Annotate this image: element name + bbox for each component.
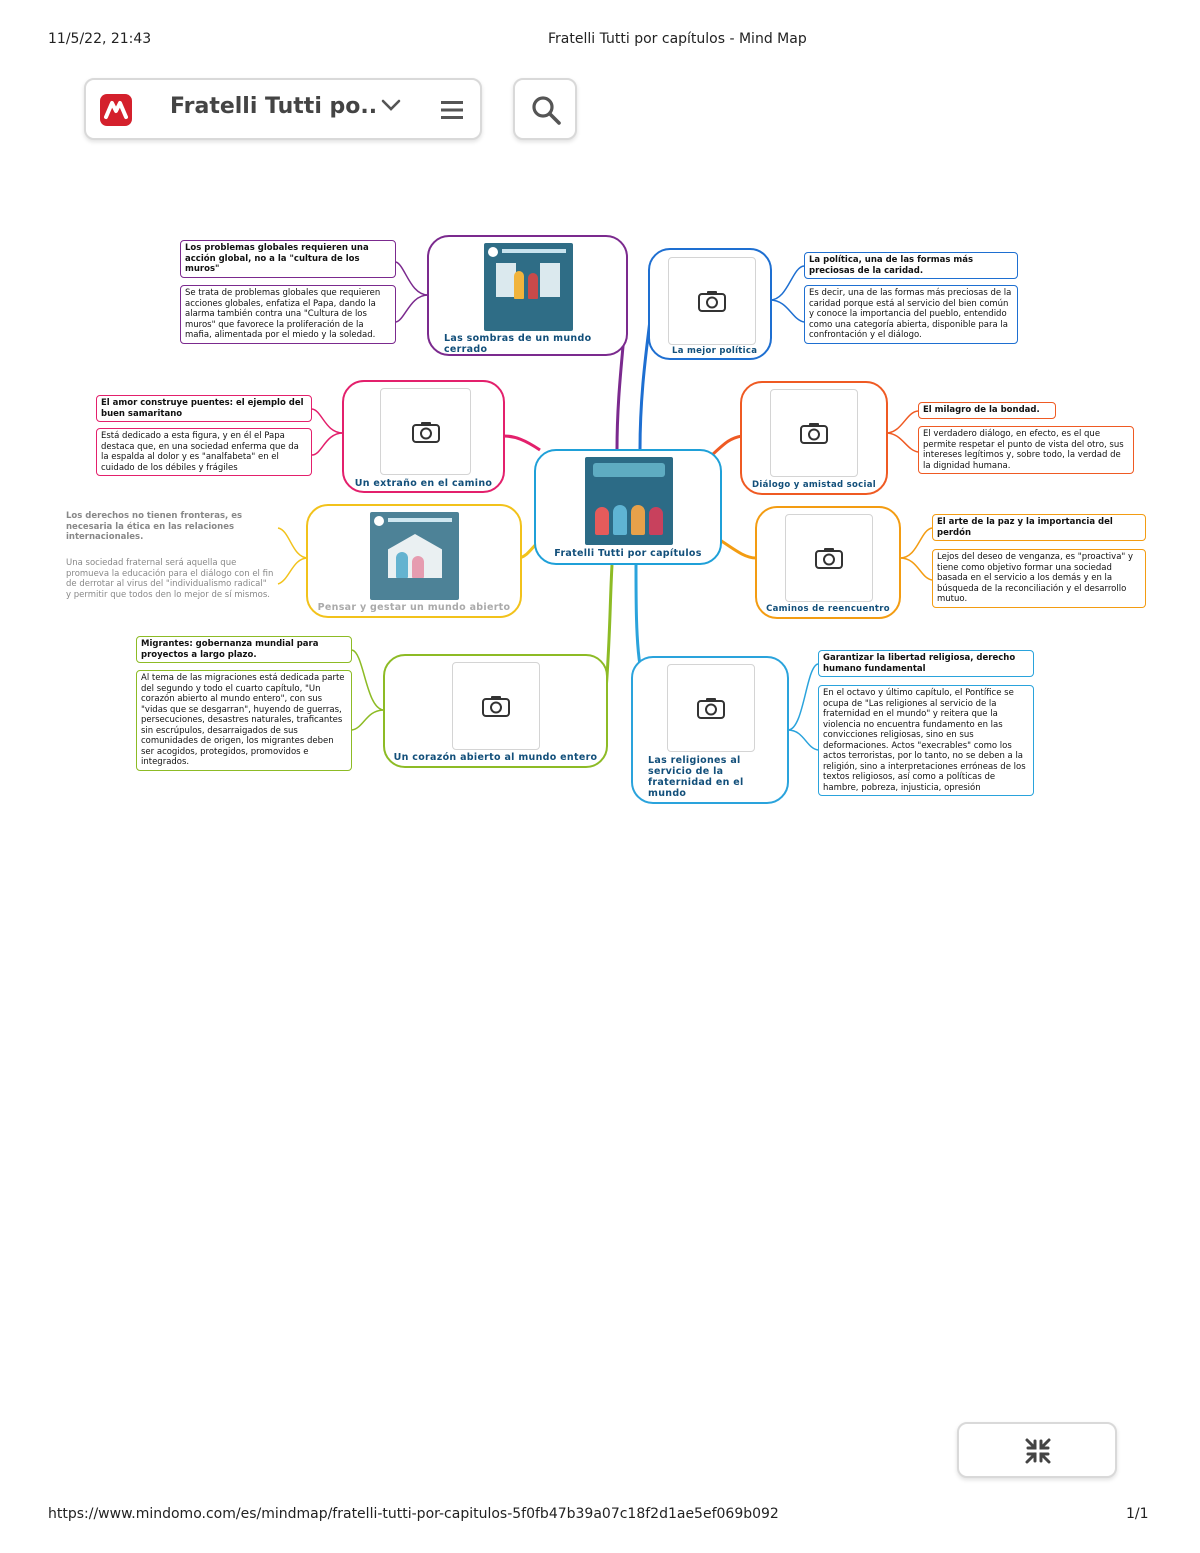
image-placeholder [668, 257, 756, 345]
camera-icon [698, 291, 726, 312]
topic-pensar[interactable]: Pensar y gestar un mundo abierto [306, 504, 522, 618]
topic-label: Diálogo y amistad social [752, 480, 876, 490]
topic-las-sombras[interactable]: Las sombras de un mundo cerrado [427, 235, 628, 356]
image-placeholder [770, 389, 858, 477]
topic-note-detail[interactable]: Es decir, una de las formas más preciosa… [804, 285, 1018, 344]
topic-note-heading[interactable]: Garantizar la libertad religiosa, derech… [818, 650, 1034, 677]
topic-note-heading[interactable]: Migrantes: gobernanza mundial para proye… [136, 636, 352, 663]
camera-icon [482, 696, 510, 717]
central-topic-image [585, 457, 673, 545]
topic-label: Pensar y gestar un mundo abierto [317, 602, 511, 613]
print-datetime: 11/5/22, 21:43 [48, 31, 152, 47]
topic-label: Las sombras de un mundo cerrado [444, 333, 592, 355]
topic-note-detail[interactable]: Al tema de las migraciones está dedicada… [136, 670, 352, 771]
image-placeholder [667, 664, 755, 752]
topic-note-heading[interactable]: El arte de la paz y la importancia del p… [932, 514, 1146, 541]
search-icon [532, 96, 561, 125]
image-placeholder [452, 662, 540, 750]
topic-note-heading[interactable]: Los derechos no tienen fronteras, es nec… [66, 511, 243, 542]
chevron-down-icon[interactable] [380, 94, 402, 120]
hamburger-menu-icon[interactable] [440, 99, 464, 125]
topic-label: Las religiones al servicio de la fratern… [648, 755, 744, 799]
topic-caminos[interactable]: Caminos de reencuentro [755, 506, 901, 619]
topic-un-extrano[interactable]: Un extraño en el camino [342, 380, 505, 493]
topic-un-corazon[interactable]: Un corazón abierto al mundo entero [383, 654, 608, 768]
topic-label: Caminos de reencuentro [766, 604, 890, 614]
image-placeholder [785, 514, 873, 602]
topic-note-detail[interactable]: El verdadero diálogo, en efecto, es el q… [918, 426, 1134, 474]
camera-icon [411, 421, 440, 443]
camera-icon [697, 698, 725, 719]
topic-note-detail[interactable]: Lejos del deseo de venganza, es "proacti… [932, 549, 1146, 608]
central-topic-label: Fratelli Tutti por capítulos [554, 548, 702, 559]
topic-note-heading[interactable]: La política, una de las formas más preci… [804, 252, 1018, 279]
topic-label: La mejor política [672, 346, 758, 356]
topic-label: Un corazón abierto al mundo entero [393, 752, 598, 763]
topic-note-detail[interactable]: Está dedicado a esta figura, y en él el … [96, 428, 312, 476]
map-toolbar: Fratelli Tutti po... [84, 78, 482, 140]
print-page-title: Fratelli Tutti por capítulos - Mind Map [548, 31, 807, 47]
topic-note-heading[interactable]: El amor construye puentes: el ejemplo de… [96, 395, 312, 422]
topic-image [370, 512, 459, 600]
image-placeholder [380, 388, 471, 475]
map-title[interactable]: Fratelli Tutti po... [170, 94, 375, 119]
topic-las-religiones[interactable]: Las religiones al servicio de la fratern… [631, 656, 789, 804]
topic-dialogo[interactable]: Diálogo y amistad social [740, 381, 888, 495]
topic-note-heading[interactable]: El milagro de la bondad. [918, 402, 1056, 419]
print-footer-url: https://www.mindomo.com/es/mindmap/frate… [48, 1506, 779, 1522]
camera-icon [800, 423, 828, 444]
search-button[interactable] [513, 78, 577, 140]
topic-note-detail[interactable]: Se trata de problemas globales que requi… [180, 285, 396, 344]
topic-note-detail[interactable]: En el octavo y último capítulo, el Pontí… [818, 685, 1034, 796]
mindomo-logo[interactable] [100, 94, 132, 126]
topic-image [484, 243, 573, 331]
topic-label: Un extraño en el camino [354, 478, 493, 489]
collapse-view-button[interactable] [957, 1422, 1117, 1478]
topic-note-detail[interactable]: Una sociedad fraternal será aquella que … [66, 558, 274, 600]
topic-note-heading[interactable]: Los problemas globales requieren una acc… [180, 240, 396, 278]
central-topic[interactable]: Fratelli Tutti por capítulos [534, 449, 722, 565]
collapse-arrows-icon [1025, 1438, 1051, 1464]
print-footer-page: 1/1 [1126, 1506, 1149, 1522]
camera-icon [815, 548, 843, 569]
topic-la-mejor-politica[interactable]: La mejor política [648, 248, 772, 360]
